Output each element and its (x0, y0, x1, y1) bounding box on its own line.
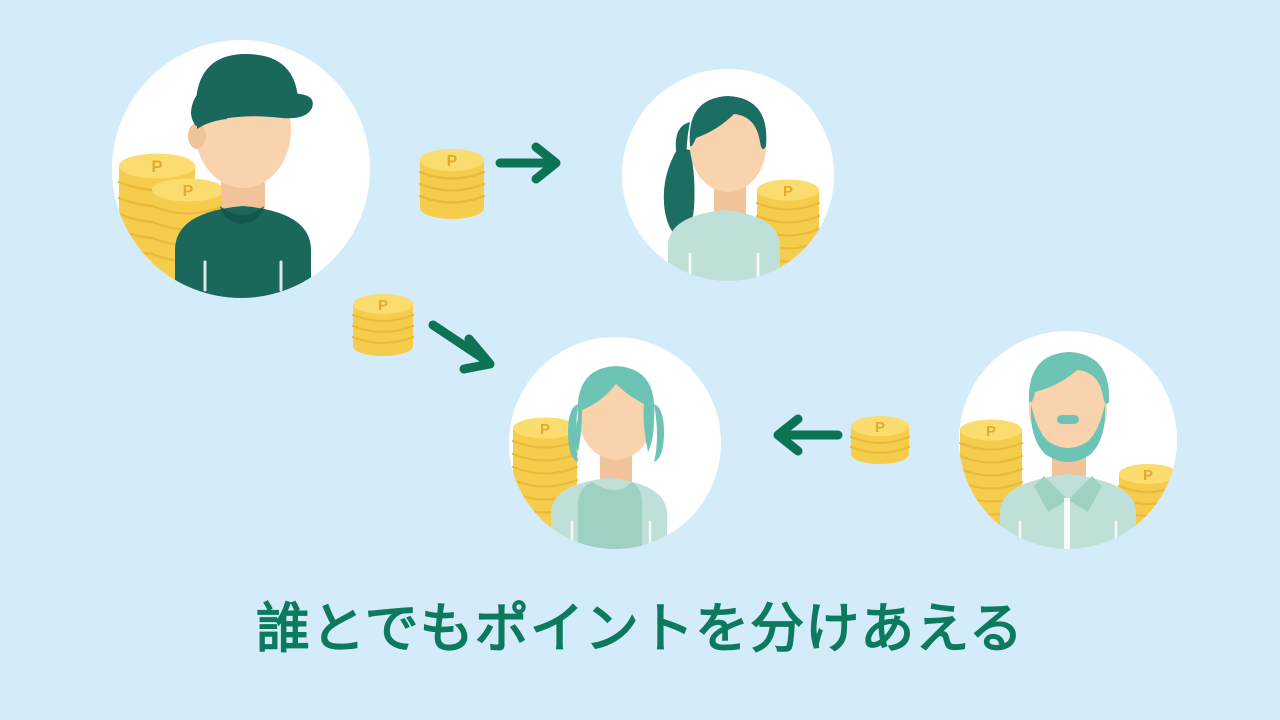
svg-text:P: P (378, 297, 388, 314)
inner-top (578, 482, 642, 549)
arrow-left-bottom (773, 414, 843, 456)
cap-crown (196, 54, 298, 100)
mustache (1057, 415, 1079, 424)
shirt-placket (1064, 498, 1070, 549)
hair (197, 103, 227, 129)
avatar-figure (551, 366, 667, 549)
hair (689, 96, 767, 150)
hair-side-right (654, 404, 664, 462)
arrow-right-top (495, 142, 561, 184)
hair (575, 366, 655, 452)
svg-text:P: P (447, 153, 458, 170)
coin-letter-p: P (151, 157, 162, 176)
torso (175, 206, 311, 298)
collar-right (1068, 476, 1102, 512)
svg-text:P: P (540, 421, 550, 438)
coin-top-face (119, 153, 195, 179)
svg-text:P: P (783, 183, 793, 200)
coin-stack-middle: P (351, 294, 415, 356)
coin-stack-bottom: P (849, 416, 911, 464)
avatar-figure (175, 54, 313, 298)
svg-text:P: P (183, 183, 194, 200)
page-caption: 誰とでもポイントを分けあえる (256, 597, 1024, 660)
avatar-woman-ponytail: P (622, 69, 834, 281)
svg-text:P: P (1143, 467, 1153, 484)
hair-side-left (568, 404, 578, 462)
shirt-folds (203, 260, 283, 292)
torso (668, 210, 780, 281)
svg-text:P: P (875, 419, 885, 436)
avatar-man-cap: P P (112, 40, 370, 298)
avatar-figure (663, 96, 780, 281)
arrow-diagonal (428, 320, 495, 374)
avatar-figure (1000, 352, 1136, 549)
collar-left (1034, 476, 1068, 512)
avatar-woman-bob: P (509, 337, 721, 549)
hair-side (675, 122, 690, 180)
ear (188, 123, 206, 149)
collar (220, 206, 264, 224)
svg-text:P: P (986, 423, 996, 440)
hair (1028, 352, 1110, 404)
avatar-man-beard: P P (959, 331, 1177, 549)
beard (1030, 404, 1106, 462)
coin-stack-top: P (418, 149, 486, 219)
